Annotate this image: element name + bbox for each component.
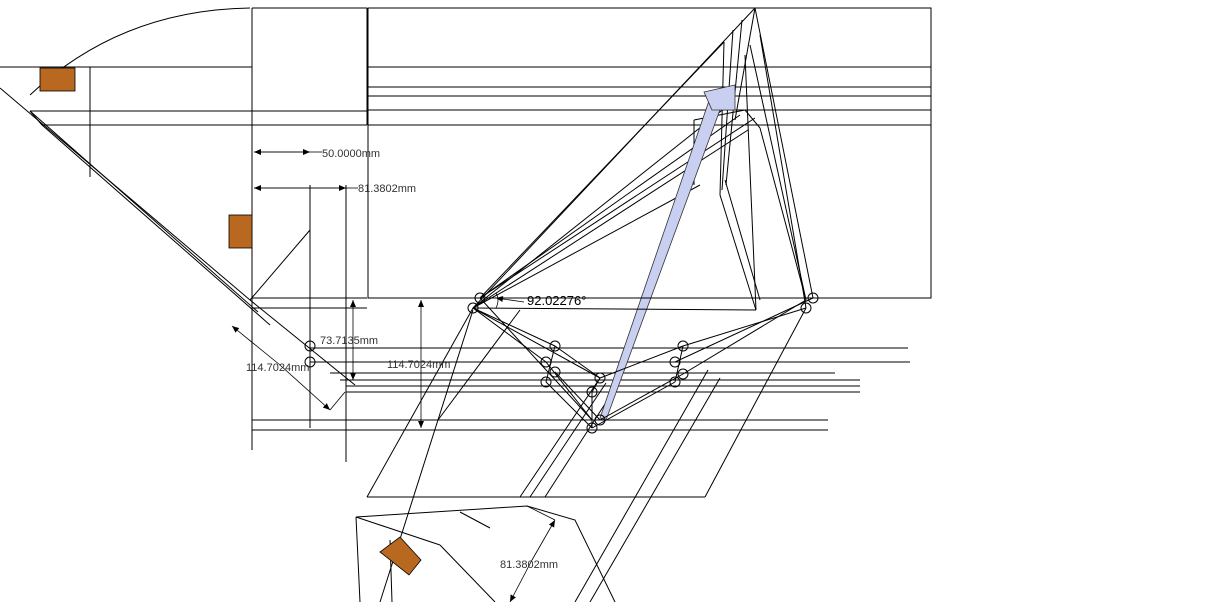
hinge-point xyxy=(474,292,486,304)
hinge-point xyxy=(586,386,598,398)
hinge-point xyxy=(594,372,606,384)
hinge-point xyxy=(669,356,681,368)
hinge-points xyxy=(304,292,819,434)
dimension-label-height: 73.7135mm xyxy=(320,335,378,347)
hinge-point xyxy=(807,292,819,304)
hinge-point xyxy=(677,340,689,352)
hinge-point xyxy=(549,340,561,352)
angle-label: 92.02276° xyxy=(527,293,586,308)
magnet-block-middle xyxy=(228,214,253,249)
magnet-block-top xyxy=(39,67,76,92)
hinge-point xyxy=(540,376,552,388)
hinge-point xyxy=(669,376,681,388)
hinge-point xyxy=(677,368,689,380)
dimension-label-offset: 81.3802mm xyxy=(358,183,416,195)
hinge-point xyxy=(800,302,812,314)
magnet-block-bottom xyxy=(379,536,422,576)
dimension-lines xyxy=(231,149,556,602)
linkage-mechanism xyxy=(472,7,814,429)
hinge-point xyxy=(586,422,598,434)
dimension-label-box: 81.3802mm xyxy=(500,559,558,571)
hinge-point xyxy=(594,414,606,426)
dimension-label-arm-length: 114.7024mm xyxy=(246,362,309,374)
hinge-point xyxy=(304,340,316,352)
frame-geometry xyxy=(0,7,932,602)
hinge-point xyxy=(549,366,561,378)
magnet-blocks xyxy=(39,67,422,576)
hinge-point xyxy=(467,302,479,314)
hinge-point xyxy=(540,356,552,368)
dimension-label-width: 50.0000mm xyxy=(322,148,380,160)
hinge-point xyxy=(304,356,316,368)
dimension-label-vertical: 114.7024mm xyxy=(387,359,450,371)
